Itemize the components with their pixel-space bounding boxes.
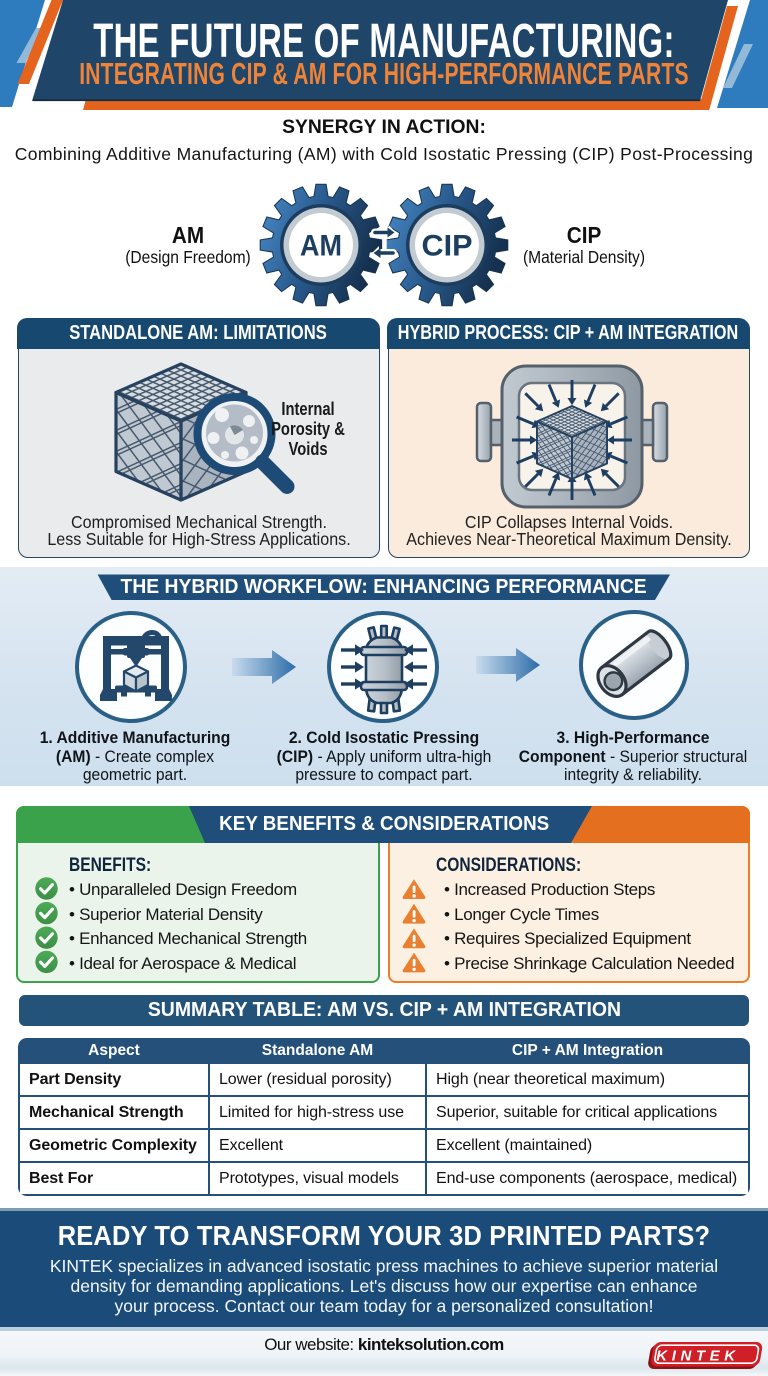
svg-text:KINTEK: KINTEK bbox=[656, 1347, 739, 1364]
svg-text:CIP: CIP bbox=[422, 230, 473, 263]
svg-text:AM: AM bbox=[300, 230, 342, 263]
